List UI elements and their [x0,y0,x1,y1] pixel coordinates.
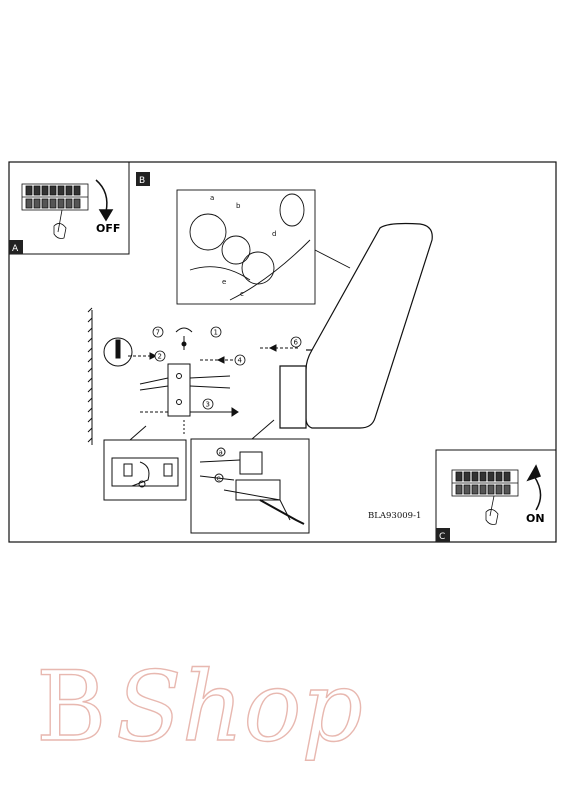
svg-text:a: a [219,449,223,457]
step-7: 7 [156,329,160,337]
panel-a: A OFF [9,162,129,254]
arrow-up-icon [528,466,541,510]
mounting-bracket [128,328,300,434]
panel-c: C ON [436,450,556,542]
watermark-logo: B Shop [36,651,363,763]
step-1: 1 [214,329,218,337]
svg-text:b: b [236,202,241,210]
svg-text:d: d [272,230,276,238]
screwdriver-icon [104,338,132,366]
model-code: BLA93009-1 [368,511,421,521]
svg-text:c: c [240,290,244,298]
panel-b-marker: B [136,172,150,186]
svg-text:a: a [210,194,214,202]
on-label: ON [526,512,545,525]
svg-text:e: e [217,475,221,483]
panel-b-letter: B [139,176,145,186]
watermark-b: B [36,651,107,763]
step-6: 6 [294,339,299,347]
step-4: 4 [238,357,243,365]
bracket-detail-box [104,426,186,500]
panel-c-letter: C [439,532,445,542]
watermark-shop: Shop [116,651,363,763]
terminal-block-icon [452,470,518,525]
wiring-detail-box: a e [191,420,309,533]
detail-box-top: a b d e c [177,190,350,304]
svg-text:e: e [222,278,226,286]
arrow-down-icon [96,180,112,220]
off-label: OFF [96,222,120,235]
terminal-block-icon [22,184,88,239]
step-2: 2 [158,353,162,361]
panel-a-letter: A [12,244,19,254]
wall-hatch [88,308,92,445]
step-3: 3 [206,401,210,409]
